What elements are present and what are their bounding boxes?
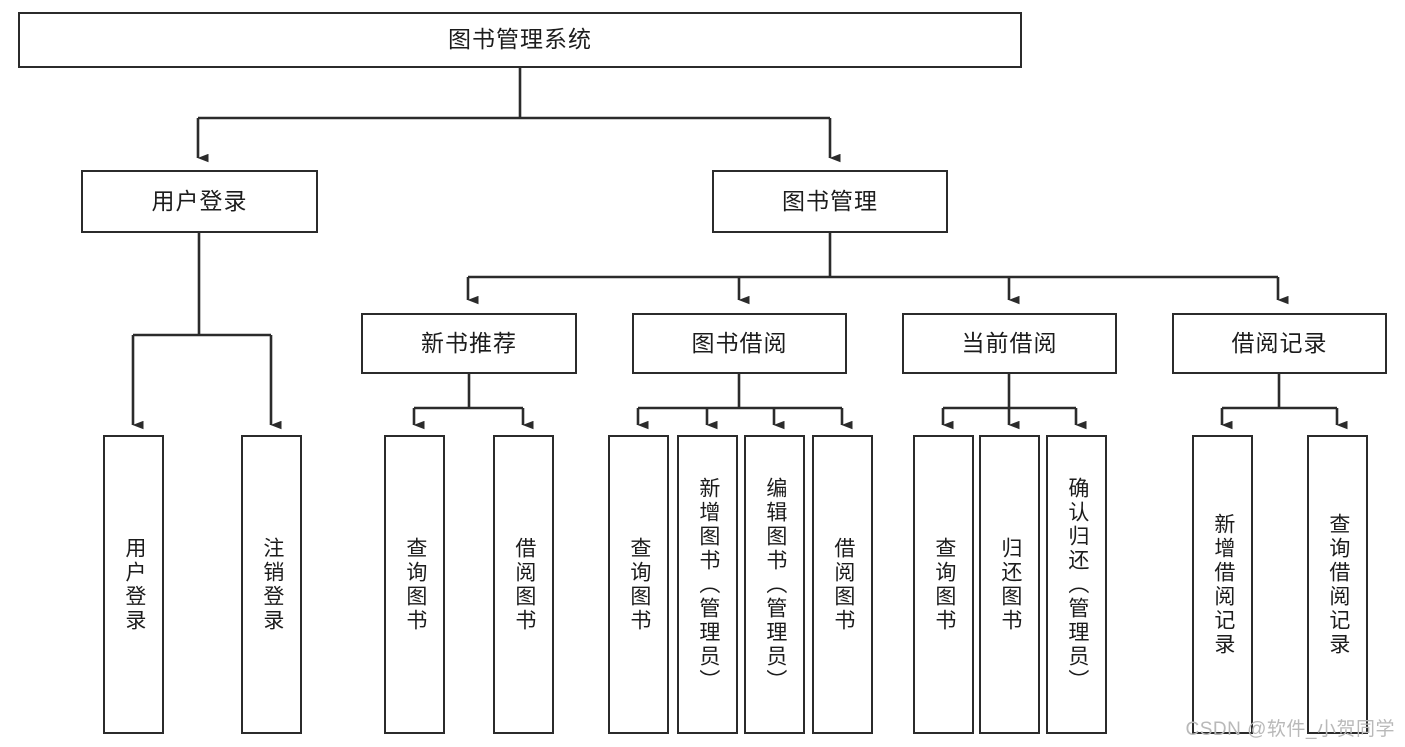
node-current-borrow[interactable]: 当前借阅 xyxy=(902,313,1117,374)
node-label: 注销登录 xyxy=(260,536,284,633)
leaf-add-borrow-record[interactable]: 新增借阅记录 xyxy=(1192,435,1253,734)
leaf-borrow-book-recommend[interactable]: 借阅图书 xyxy=(493,435,554,734)
leaf-query-book-current[interactable]: 查询图书 xyxy=(913,435,974,734)
node-label: 确认归还（管理员） xyxy=(1065,476,1089,693)
leaf-confirm-return-admin[interactable]: 确认归还（管理员） xyxy=(1046,435,1107,734)
node-label: 图书借阅 xyxy=(691,329,788,356)
node-new-book-recommend[interactable]: 新书推荐 xyxy=(361,313,577,374)
leaf-query-borrow-record[interactable]: 查询借阅记录 xyxy=(1307,435,1368,734)
leaf-edit-book-admin[interactable]: 编辑图书（管理员） xyxy=(744,435,805,734)
leaf-query-book-recommend[interactable]: 查询图书 xyxy=(384,435,445,734)
node-borrow-records[interactable]: 借阅记录 xyxy=(1172,313,1387,374)
node-label: 当前借阅 xyxy=(961,329,1058,356)
leaf-borrow-book[interactable]: 借阅图书 xyxy=(812,435,873,734)
node-label: 查询借阅记录 xyxy=(1326,512,1350,657)
leaf-query-book-borrow[interactable]: 查询图书 xyxy=(608,435,669,734)
node-label: 查询图书 xyxy=(403,536,427,633)
node-root-system[interactable]: 图书管理系统 xyxy=(18,12,1022,68)
leaf-user-login[interactable]: 用户登录 xyxy=(103,435,164,734)
node-user-login[interactable]: 用户登录 xyxy=(81,170,318,233)
node-label: 图书管理 xyxy=(782,187,878,214)
leaf-logout[interactable]: 注销登录 xyxy=(241,435,302,734)
leaf-add-book-admin[interactable]: 新增图书（管理员） xyxy=(677,435,738,734)
node-book-management[interactable]: 图书管理 xyxy=(712,170,948,233)
node-label: 新增借阅记录 xyxy=(1211,512,1235,657)
node-label: 新增图书（管理员） xyxy=(696,476,720,693)
node-label: 编辑图书（管理员） xyxy=(763,476,787,693)
watermark-text: CSDN @软件_小贺同学 xyxy=(1185,719,1395,740)
node-label: 归还图书 xyxy=(998,536,1022,633)
node-label: 图书管理系统 xyxy=(448,26,592,53)
node-label: 借阅图书 xyxy=(512,536,536,633)
node-label: 查询图书 xyxy=(932,536,956,633)
node-label: 新书推荐 xyxy=(421,329,517,356)
node-label: 查询图书 xyxy=(627,536,651,633)
node-label: 借阅记录 xyxy=(1231,329,1328,356)
node-label: 用户登录 xyxy=(151,187,248,214)
node-label: 用户登录 xyxy=(122,536,146,633)
node-book-borrow[interactable]: 图书借阅 xyxy=(632,313,847,374)
leaf-return-book[interactable]: 归还图书 xyxy=(979,435,1040,734)
node-label: 借阅图书 xyxy=(831,536,855,633)
